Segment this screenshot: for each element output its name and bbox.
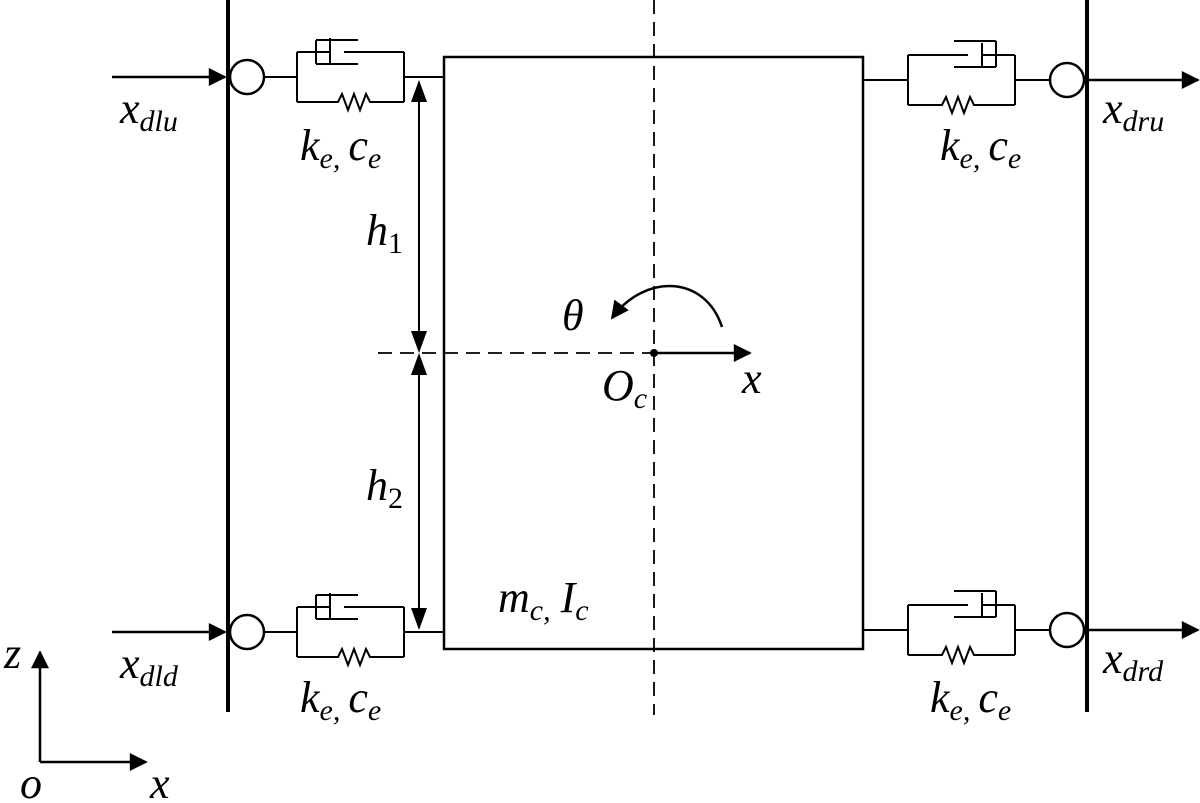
rotation-arc [610, 284, 724, 328]
right-upper-unit [863, 40, 1200, 116]
label-h1: h1 [366, 206, 403, 260]
label-axis-o: o [20, 759, 42, 803]
global-axes [31, 650, 148, 771]
right-upper-roller [1048, 61, 1086, 99]
label-axis-x: x [149, 759, 170, 803]
label-ke-ce-left-lower: ke,ce [300, 673, 381, 727]
right-upper-spring-icon [908, 94, 1015, 116]
left-lower-damper-icon [297, 593, 404, 620]
left-upper-roller [228, 58, 266, 96]
label-x-dru: xdru [1102, 84, 1164, 138]
dimension-arrow-h2-bottom [411, 608, 427, 630]
left-upper-damper-icon [297, 38, 404, 65]
left-lower-roller [228, 613, 266, 651]
left-upper-unit [112, 38, 444, 113]
label-ke-ce-left-upper: ke,ce [300, 121, 381, 175]
right-lower-damper-icon [908, 590, 1015, 618]
right-lower-spring-icon [908, 644, 1015, 666]
dimension-arrow-h2-top [411, 353, 427, 375]
label-center-x: x [741, 354, 762, 403]
right-upper-damper-icon [908, 40, 1015, 68]
label-ke-ce-right-lower: ke,ce [930, 673, 1011, 727]
label-mass-inertia: mc,Ic [498, 573, 589, 627]
label-ke-ce-right-upper: ke,ce [940, 121, 1021, 175]
label-x-dlu: xdlu [119, 84, 178, 138]
label-axis-z: z [3, 629, 21, 678]
right-lower-roller [1048, 611, 1086, 649]
label-theta: θ [562, 291, 584, 340]
label-origin-center: Oc [602, 361, 647, 415]
left-lower-spring-icon [297, 646, 404, 668]
label-x-drd: xdrd [1102, 634, 1164, 688]
left-lower-unit [112, 593, 444, 668]
label-h2: h2 [366, 461, 403, 515]
left-upper-spring-icon [297, 91, 404, 113]
label-x-dld: xdld [119, 639, 179, 693]
dimension-arrow-h1-top [411, 80, 427, 102]
right-lower-unit [863, 590, 1200, 666]
dimension-arrow-h1-bottom [411, 331, 427, 353]
